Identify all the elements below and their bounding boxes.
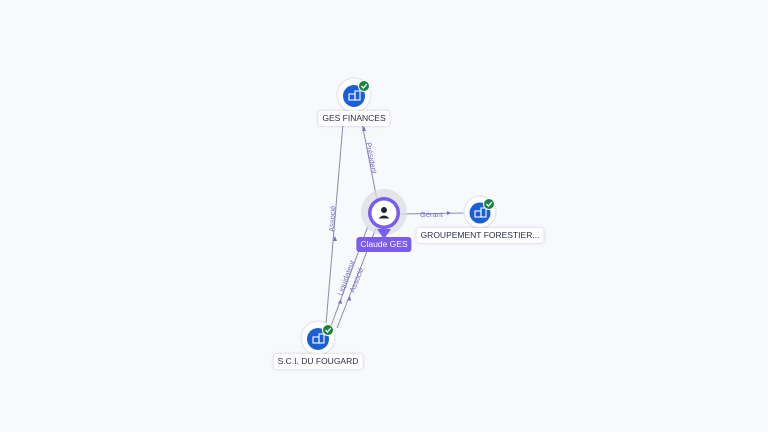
arrow-associe-sci-ges-icon [333,236,337,241]
edge-label-president: Président [364,142,379,176]
edge-sci-ges-finances [325,111,345,325]
building-icon [312,333,325,344]
person-node[interactable] [361,189,407,239]
person-icon [378,207,390,219]
company-node-groupement-forestier[interactable] [463,195,497,229]
person-label[interactable]: Claude GES [356,237,412,252]
edge-label-associe-sci-ges: Associé [327,205,337,232]
company-label-sci-du-fougard[interactable]: S.C.I. DU FOUGARD [273,354,363,369]
arrow-president-icon [362,126,366,131]
verified-badge-icon [358,80,370,92]
company-node-sci-du-fougard[interactable] [300,320,336,356]
company-label-groupement-forestier[interactable]: GROUPEMENT FORESTIER... [416,228,544,243]
arrow-gerant-icon [447,211,451,215]
edge-label-gerant: Gérant [420,210,444,219]
verified-badge-icon [483,198,495,210]
company-label-ges-finances[interactable]: GES FINANCES [318,111,390,126]
building-icon [348,90,361,101]
verified-badge-icon [322,324,334,336]
building-icon [474,207,487,218]
company-node-ges-finances[interactable] [336,77,372,113]
arrow-associe-person-sci-icon [347,296,351,301]
edge-person-ges-finances [359,112,378,201]
arrow-liquidateur-icon [338,299,342,304]
edge-person-groupement [398,212,467,215]
